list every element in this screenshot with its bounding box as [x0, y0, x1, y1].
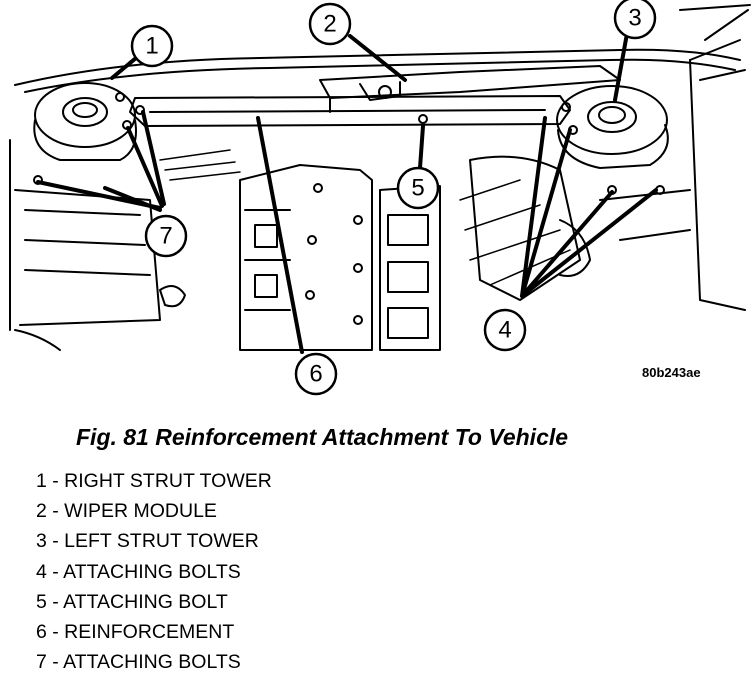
callout-5: 5	[396, 166, 440, 210]
svg-text:5: 5	[411, 175, 424, 202]
callout-3: 3	[613, 0, 657, 40]
svg-text:7: 7	[159, 223, 172, 250]
engine-bay-illustration: 1 2 3 4 5 6 7	[9, 0, 751, 396]
legend-item: 6 - REINFORCEMENT	[36, 620, 235, 643]
legend-item: 7 - ATTACHING BOLTS	[36, 651, 241, 674]
svg-text:2: 2	[323, 11, 336, 38]
svg-text:3: 3	[628, 5, 641, 32]
leader-lines	[36, 26, 658, 354]
legend-item: 4 - ATTACHING BOLTS	[36, 560, 241, 583]
svg-text:6: 6	[309, 361, 322, 388]
legend-item: 2 - WIPER MODULE	[36, 500, 217, 523]
line-art	[9, 4, 751, 351]
callout-6: 6	[294, 352, 338, 396]
image-code: 80b243ae	[642, 365, 701, 380]
callout-1: 1	[130, 24, 174, 68]
callout-legend: 1 - RIGHT STRUT TOWER 2 - WIPER MODULE 3…	[36, 466, 272, 677]
legend-item: 3 - LEFT STRUT TOWER	[36, 530, 259, 553]
callout-2: 2	[308, 2, 352, 46]
legend-item: 1 - RIGHT STRUT TOWER	[36, 470, 272, 492]
svg-text:1: 1	[145, 33, 158, 60]
svg-text:4: 4	[498, 317, 511, 344]
figure-caption: Fig. 81 Reinforcement Attachment To Vehi…	[76, 424, 569, 450]
callout-4: 4	[483, 308, 527, 352]
legend-item: 5 - ATTACHING BOLT	[36, 590, 228, 613]
callout-7: 7	[144, 214, 188, 258]
